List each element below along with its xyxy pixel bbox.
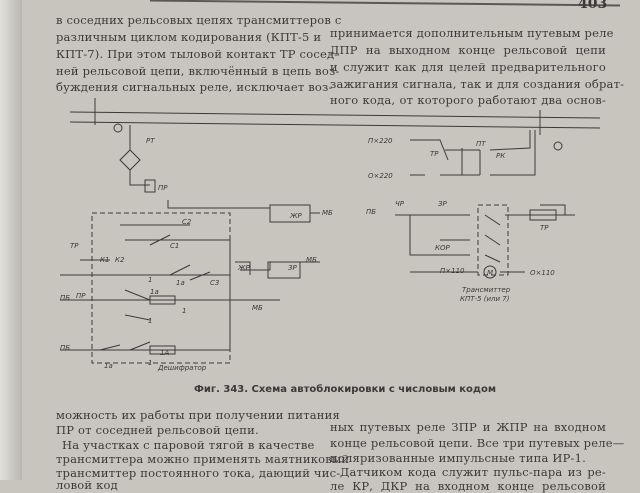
label: МБ xyxy=(252,304,263,312)
label: ЧР xyxy=(395,200,405,208)
label: О×220 xyxy=(368,172,393,180)
label: ЗР xyxy=(288,264,297,272)
text-line: можность их работы при получении питания xyxy=(56,408,340,422)
text-line: и служит как для целей предварительного xyxy=(330,60,606,74)
label: С1 xyxy=(170,242,179,250)
text-line: зажигания сигнала, так и для создания об… xyxy=(330,77,625,91)
circuit-diagram: РТ ПР МБ ЖР С2 С1 ТР К1 К2 С3 1а 1 ЖР ЗР… xyxy=(60,98,601,372)
label: К2 xyxy=(115,256,125,264)
label: 1а xyxy=(150,288,159,296)
text-line: конце рельсовой цепи. Все три путевых ре… xyxy=(330,436,625,450)
text-line: принимается дополнительным путевым реле xyxy=(330,26,614,40)
label: О×110 xyxy=(530,269,555,277)
label: С2 xyxy=(182,218,192,226)
text-line: ле КР, ДКР на входном конце рельсовой xyxy=(330,479,606,493)
label: РК xyxy=(496,152,506,160)
text-line: ного кода, от которого работают два осно… xyxy=(330,93,606,107)
label: ПБ xyxy=(60,294,70,302)
label: П×110 xyxy=(440,267,465,275)
label: ТР xyxy=(70,242,79,250)
label: ПБ xyxy=(60,344,70,352)
label: ЗР xyxy=(438,200,447,208)
label: ПР xyxy=(76,292,86,300)
label: С3 xyxy=(210,279,219,287)
label: Дешифратор xyxy=(157,364,207,372)
motor-label: М xyxy=(487,269,493,277)
label: 1А xyxy=(160,349,169,357)
text-line: На участках с паровой тягой в качестве xyxy=(62,438,315,452)
label: КПТ-5 (или 7) xyxy=(460,295,510,303)
text-line: ДПР на выходном конце рельсовой цепи xyxy=(330,43,606,57)
text-line: ловой код xyxy=(56,478,118,492)
text-line: поляризованные импульсные типа ИР-1. xyxy=(330,451,586,465)
label: МБ xyxy=(322,209,333,217)
label: ПТ xyxy=(476,140,486,148)
label: РТ xyxy=(146,137,155,145)
figure-caption: Фиг. 343. Схема автоблокировки с числовы… xyxy=(193,384,497,395)
label: ЖР xyxy=(237,264,251,272)
text-line: КПТ-7). При этом тыловой контакт ТР сосе… xyxy=(56,47,339,61)
label: Трансмиттер xyxy=(462,286,511,294)
label: П×220 xyxy=(368,137,393,145)
label: ТР xyxy=(430,150,439,158)
text-line: в соседних рельсовых цепях трансмиттеров… xyxy=(56,13,342,27)
label: 1 xyxy=(148,317,152,325)
label: 1 xyxy=(182,307,186,315)
text-line: трансмиттера можно применять маятниковый xyxy=(56,452,350,466)
label: МБ xyxy=(306,256,317,264)
text-line: ных путевых реле ЗПР и ЖПР на входном xyxy=(330,420,606,434)
label: ЖР xyxy=(289,212,303,220)
label: К1 xyxy=(100,256,109,264)
label: 1а xyxy=(104,362,113,370)
book-gutter xyxy=(0,0,22,480)
label: ТР xyxy=(540,224,549,232)
label: ПР xyxy=(158,184,168,192)
text-line: ПР от соседней рельсовой цепи. xyxy=(56,423,259,437)
label: КОР xyxy=(435,244,450,252)
page-number: 403 xyxy=(578,0,608,12)
label: 1 xyxy=(148,359,152,367)
text-line: буждения сигнальных реле, исключает воз- xyxy=(56,80,333,94)
text-line: различным циклом кодирования (КПТ-5 и xyxy=(56,30,322,44)
label: 1 xyxy=(148,276,152,284)
label: 1а xyxy=(176,279,185,287)
text-line: Датчиком кода служит пульс-пара из ре- xyxy=(340,465,606,479)
text-line: трансмиттер постоянного тока, дающий чис… xyxy=(56,466,341,480)
text-line: ней рельсовой цепи, включённый в цепь во… xyxy=(56,64,340,78)
label: ПБ xyxy=(366,208,376,216)
